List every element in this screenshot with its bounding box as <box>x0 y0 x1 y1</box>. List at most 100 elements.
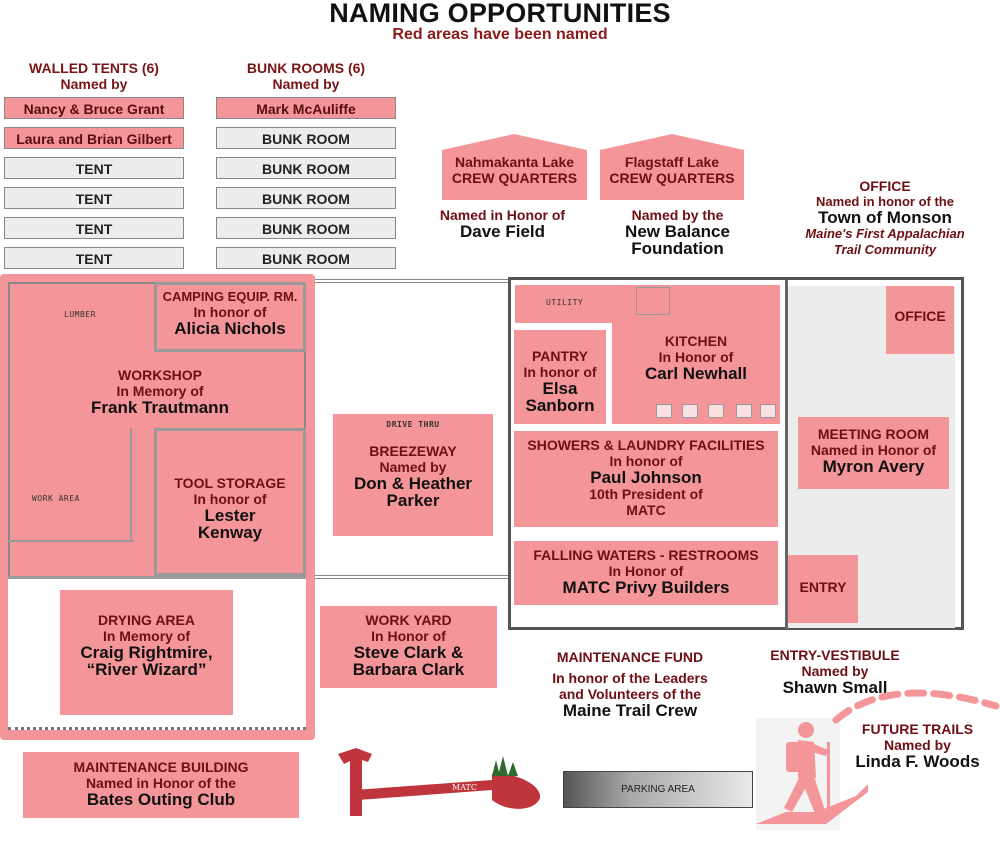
flagstaff-honor: Named by the New Balance Foundation <box>595 207 760 257</box>
building-title: MAINTENANCE BUILDING <box>73 759 249 775</box>
trails-title: FUTURE TRAILS <box>861 721 974 737</box>
page-title: NAMING OPPORTUNITIES <box>329 0 671 28</box>
flagstaff-crew-quarters: Flagstaff Lake CREW QUARTERS <box>600 154 744 186</box>
honoree-name: Elsa <box>542 379 578 398</box>
honoree-name-2: Parker <box>386 491 440 510</box>
honor-line: In honor of <box>523 364 597 380</box>
pantry: PANTRY In honor of Elsa Sanborn <box>514 330 606 424</box>
honor-line: In honor of <box>193 304 267 320</box>
walled-tents-header: WALLED TENTS (6) Named by <box>4 60 184 92</box>
crew-quarters-shapes <box>442 134 744 200</box>
work-area-wall <box>8 540 134 542</box>
entry-room: ENTRY <box>788 555 858 623</box>
tent-slot: TENT <box>4 217 184 239</box>
work-area-wall-v <box>130 428 132 542</box>
honoree-name: New Balance <box>625 222 730 241</box>
drive-thru-label: DRIVE THRU <box>386 420 440 429</box>
office-honoree: Town of Monson <box>818 208 952 227</box>
honor-line: In Memory of <box>102 628 191 644</box>
vestibule-title: ENTRY-VESTIBULE <box>770 647 900 663</box>
office-honor: Named in honor of the <box>816 194 954 209</box>
bunk-rooms-header: BUNK ROOMS (6) Named by <box>216 60 396 92</box>
sink-icon <box>682 404 698 418</box>
honor-line: In Honor of <box>658 349 734 365</box>
crew-quarters-line2: CREW QUARTERS <box>451 170 578 186</box>
future-trails: FUTURE TRAILS Named by Linda F. Woods <box>850 721 985 770</box>
room-title: WORKSHOP <box>118 367 202 383</box>
room-title: WORK YARD <box>365 612 452 628</box>
sink-icon <box>760 404 776 418</box>
hiker-icon <box>756 722 868 824</box>
vestibule-honoree: Shawn Small <box>782 678 888 697</box>
honor-line: In honor of <box>609 453 683 469</box>
room-title: SHOWERS & LAUNDRY FACILITIES <box>527 437 765 453</box>
tool-storage-room <box>154 428 306 576</box>
honoree-name: Paul Johnson <box>590 468 702 487</box>
honoree-name: Craig Rightmire, <box>80 643 213 662</box>
fund-title: MAINTENANCE FUND <box>556 649 704 665</box>
workshop-text: WORKSHOP In Memory of Frank Trautmann <box>60 367 260 416</box>
camping-equip-room <box>154 282 306 352</box>
crew-quarters-line1: Nahmakanta Lake <box>454 154 575 170</box>
work-yard: WORK YARD In Honor of Steve Clark & Barb… <box>320 606 497 688</box>
honor-line: In honor of <box>193 491 267 507</box>
room-title: KITCHEN <box>664 333 728 349</box>
sink-icon <box>736 404 752 418</box>
tent-slot: Laura and Brian Gilbert <box>4 127 184 149</box>
trails-honor: Named by <box>884 737 951 753</box>
fund-honor-1: In honor of the Leaders <box>552 670 708 686</box>
nahmakanta-honor: Named in Honor of Dave Field <box>420 207 585 240</box>
tool-storage-text: TOOL STORAGE In honor of Lester Kenway <box>156 475 304 541</box>
entry-vestibule: ENTRY-VESTIBULE Named by Shawn Small <box>755 647 915 696</box>
honoree-name: Carl Newhall <box>644 364 748 383</box>
room-title: FALLING WATERS - RESTROOMS <box>533 547 759 563</box>
future-trails-art <box>756 689 1000 830</box>
bunk-room-slot: Mark McAuliffe <box>216 97 396 119</box>
room-title: CAMPING EQUIP. RM. <box>162 289 298 304</box>
meeting-hall-wall <box>785 280 788 630</box>
room-title: TOOL STORAGE <box>174 475 286 491</box>
honoree-name-2: Sanborn <box>525 396 595 415</box>
honor-line: Named in Honor of <box>810 442 937 458</box>
honor-line: Named by the <box>631 207 724 223</box>
honoree-name: Steve Clark & <box>353 643 464 662</box>
bunk-rooms-named-by: Named by <box>272 76 340 92</box>
office-room: OFFICE <box>886 286 954 354</box>
tent-slot: TENT <box>4 187 184 209</box>
meeting-room: MEETING ROOM Named in Honor of Myron Ave… <box>798 417 949 489</box>
pine-trees-icon <box>492 756 518 776</box>
nahmakanta-house-shape <box>442 134 587 200</box>
kitchen-sinks <box>656 404 776 422</box>
office-title: OFFICE <box>859 178 911 194</box>
connector-top <box>315 279 508 283</box>
honoree-name: Don & Heather <box>353 474 473 493</box>
bunk-room-slot: BUNK ROOM <box>216 187 396 209</box>
showers-laundry: SHOWERS & LAUNDRY FACILITIES In honor of… <box>514 431 778 527</box>
utility-label: UTILITY <box>546 298 584 307</box>
detail-line-1: 10th President of <box>589 486 703 502</box>
building-honoree: Bates Outing Club <box>86 790 236 809</box>
walled-tents-title: WALLED TENTS (6) <box>29 60 159 76</box>
honoree-name: Lester <box>204 506 256 525</box>
page-subtitle: Red areas have been named <box>392 26 608 43</box>
stove-icon <box>636 287 670 315</box>
honoree-name: Alicia Nichols <box>174 319 286 338</box>
nahmakanta-crew-quarters: Nahmakanta Lake CREW QUARTERS <box>442 154 587 186</box>
honor-line: In Honor of <box>608 563 684 579</box>
lumber-label: LUMBER <box>64 310 96 319</box>
falling-waters-restrooms: FALLING WATERS - RESTROOMS In Honor of M… <box>514 541 778 605</box>
room-title: PANTRY <box>532 348 588 364</box>
trail-path-icon <box>832 689 1000 724</box>
trails-honoree: Linda F. Woods <box>855 752 980 771</box>
walled-tents-named-by: Named by <box>60 76 128 92</box>
sink-icon <box>656 404 672 418</box>
drying-area: DRYING AREA In Memory of Craig Rightmire… <box>60 590 233 715</box>
maintenance-building-label: MAINTENANCE BUILDING Named in Honor of t… <box>23 752 299 818</box>
maintenance-fund: MAINTENANCE FUND In honor of the Leaders… <box>525 649 735 719</box>
office-note-1: Maine's First Appalachian <box>805 226 965 241</box>
honoree-name-2: Kenway <box>197 523 263 542</box>
honoree-name-2: “River Wizard” <box>86 660 207 679</box>
honoree-name: Frank Trautmann <box>91 398 229 417</box>
